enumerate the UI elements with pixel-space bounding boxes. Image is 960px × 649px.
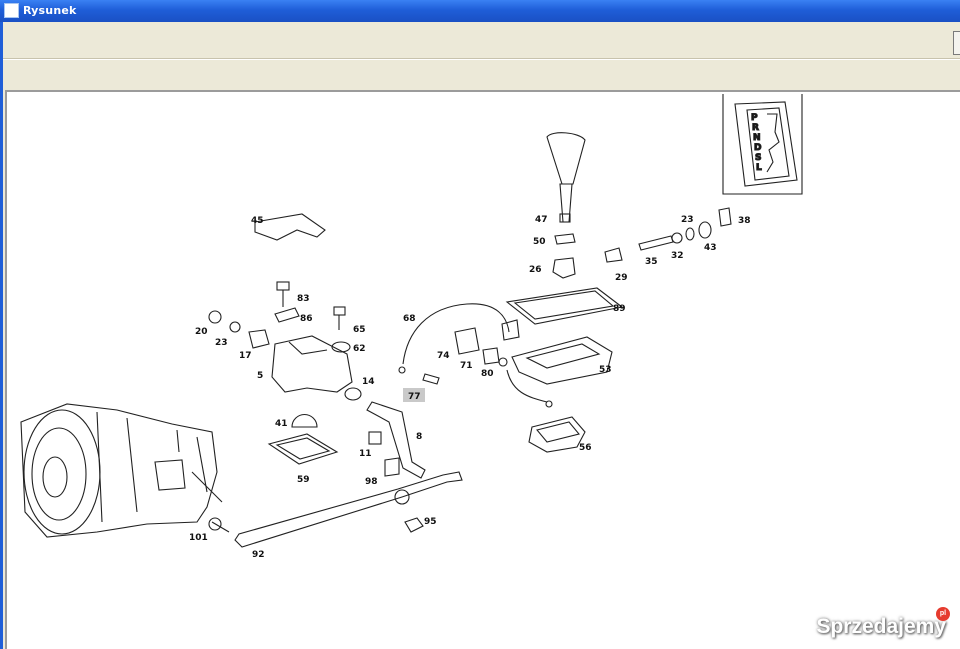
- washer-43: [698, 221, 712, 239]
- callout: 56: [579, 443, 592, 453]
- callout: 23: [681, 215, 694, 225]
- callout: 29: [615, 273, 628, 283]
- callout: 71: [460, 361, 473, 371]
- callout: 17: [239, 351, 252, 361]
- callout: 74: [437, 351, 450, 361]
- part-26: [552, 257, 576, 279]
- callout: 20: [195, 327, 208, 337]
- part-98: [384, 457, 400, 477]
- gate-letter-d: D: [754, 143, 761, 153]
- wire: [506, 369, 548, 403]
- washer-23: [685, 227, 695, 241]
- callout: 65: [353, 325, 366, 335]
- shift-gate-inset: P R N D S L: [722, 94, 803, 195]
- toolbar-button[interactable]: [953, 31, 960, 55]
- part-71: [482, 347, 500, 365]
- callout: 38: [738, 216, 751, 226]
- window-titlebar: Rysunek: [0, 0, 960, 22]
- gate-letter-s: S: [755, 153, 761, 163]
- highlight-77: [403, 388, 425, 402]
- callout: 86: [300, 314, 313, 324]
- callout: 68: [403, 314, 416, 324]
- transmission-housing: [20, 403, 223, 538]
- lever-8: [366, 401, 426, 479]
- callout: 53: [599, 365, 612, 375]
- boot-56: [528, 416, 586, 453]
- callout: 92: [252, 550, 265, 560]
- cable-68: [402, 303, 510, 365]
- switch-74: [454, 327, 480, 355]
- part-29: [604, 247, 623, 263]
- window-border: [0, 22, 3, 649]
- callout: 45: [251, 216, 264, 226]
- parts-diagram: P R N D S L 45 83 86 20 23 17 65 62 5 14…: [20, 94, 803, 560]
- callout: 26: [529, 265, 542, 275]
- callout: 83: [297, 294, 310, 304]
- gate-letter-l: L: [756, 163, 762, 173]
- nut-50: [554, 233, 576, 245]
- part-41: [291, 413, 318, 428]
- callout: 11: [359, 449, 372, 459]
- part-11: [368, 431, 382, 445]
- callout: 32: [671, 251, 684, 261]
- callout: 80: [481, 369, 494, 379]
- bezel-89: [505, 287, 624, 325]
- callout: 62: [353, 344, 366, 354]
- bushing-14: [344, 387, 362, 401]
- callout: 89: [613, 304, 626, 314]
- bolts: [274, 281, 351, 353]
- console-53: [511, 336, 613, 385]
- part-80: [498, 357, 508, 367]
- gate-letter-r: R: [752, 123, 759, 133]
- callout: 41: [275, 419, 288, 429]
- callout: 35: [645, 257, 658, 267]
- clips: [208, 310, 270, 349]
- watermark-badge: pl: [936, 607, 950, 621]
- secondary-toolbar: [3, 59, 960, 90]
- toolbar: [3, 22, 960, 59]
- app-icon: [4, 3, 19, 18]
- nut-95: [404, 517, 424, 533]
- selector-housing-5: [271, 335, 353, 393]
- shift-knob-47: [546, 132, 586, 185]
- callout: 95: [424, 517, 437, 527]
- gasket-59: [267, 433, 339, 465]
- callout: 59: [297, 475, 310, 485]
- housing-detail: [288, 341, 328, 355]
- callout: 101: [189, 533, 208, 543]
- clip-38: [718, 207, 732, 227]
- callout: 23: [215, 338, 228, 348]
- callout-labels: 45 83 86 20 23 17 65 62 5 14 41 59 11 98…: [189, 215, 751, 560]
- callout: 14: [362, 377, 375, 387]
- callout: 5: [257, 371, 263, 381]
- callout: 8: [416, 432, 422, 442]
- window-title: Rysunek: [23, 4, 77, 17]
- connector: [501, 319, 520, 341]
- sensor-77: [422, 373, 440, 385]
- gate-letter-p: P: [751, 113, 758, 123]
- pin-35: [638, 235, 674, 251]
- watermark: Sprzedajemy: [816, 615, 946, 638]
- drawing-canvas[interactable]: P R N D S L 45 83 86 20 23 17 65 62 5 14…: [5, 90, 960, 649]
- gate-letter-n: N: [753, 133, 761, 143]
- callout: 43: [704, 243, 717, 253]
- bracket-45: [254, 213, 326, 241]
- callout: 50: [533, 237, 546, 247]
- callout: 47: [535, 215, 548, 225]
- callout-highlighted: 77: [408, 392, 421, 402]
- callout: 98: [365, 477, 378, 487]
- shift-rod: [208, 471, 463, 548]
- washer-32: [671, 232, 683, 244]
